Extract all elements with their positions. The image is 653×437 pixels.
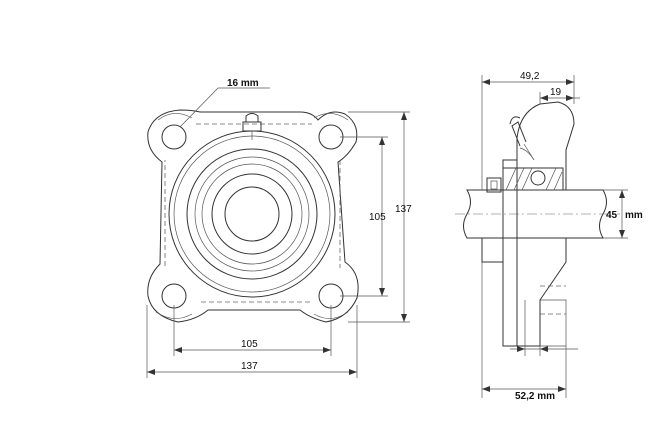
grease-nipple-side — [509, 116, 535, 161]
side-flange — [502, 159, 518, 347]
label-side-shaft: 45 — [606, 210, 618, 221]
bolt-hole-tl — [161, 124, 187, 150]
label-side-shaft-unit: mm — [625, 210, 643, 221]
flange-outline — [147, 109, 359, 323]
bolt-hole-tr — [318, 124, 344, 150]
label-side-base: 52,2 mm — [515, 391, 555, 402]
bearing-inner-ring — [211, 173, 293, 255]
label-side-total: 49,2 — [520, 71, 540, 82]
grease-nipple-front — [242, 113, 262, 140]
housing-outer — [168, 130, 336, 298]
flange-dashed-outline — [164, 123, 341, 303]
bolt-hole-br — [318, 283, 344, 309]
bearing-outer-ring — [186, 148, 318, 280]
label-front-width-overall: 137 — [241, 361, 258, 372]
label-side-flange: 19 — [550, 87, 562, 98]
label-grease-hole: 16 mm — [227, 78, 259, 89]
bolt-hole-bl — [161, 283, 187, 309]
bearing-ball — [530, 170, 546, 186]
shaft-bore — [224, 186, 280, 242]
front-view: 16 mm 105 137 105 137 — [146, 78, 412, 378]
label-front-height-bolt: 105 — [369, 212, 386, 223]
side-view: 49,2 19 45 mm 52,2 mm — [455, 71, 643, 402]
label-front-width-bolt: 105 — [241, 339, 258, 350]
label-front-height-overall: 137 — [395, 204, 412, 215]
